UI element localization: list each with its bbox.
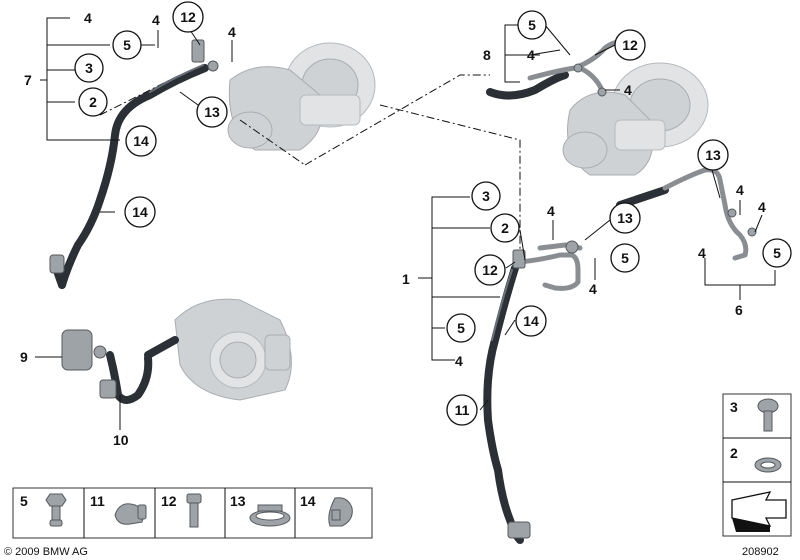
callout-12-left-top: 12	[172, 1, 204, 33]
label-4-top-right-b: 4	[624, 82, 632, 98]
svg-text:3: 3	[730, 399, 738, 415]
svg-text:12: 12	[180, 9, 196, 25]
screw-icon	[757, 398, 779, 432]
callout-13-right: 13	[697, 139, 729, 171]
label-1: 1	[402, 271, 410, 287]
legend-item-11: 11	[90, 493, 147, 525]
water-pump-ghost	[174, 298, 292, 401]
svg-text:2: 2	[730, 445, 738, 461]
hose-left-upper	[51, 64, 209, 289]
fitting-parts	[49, 39, 757, 539]
callout-5-mid: 5	[610, 243, 640, 273]
label-4-mid-c: 4	[455, 353, 463, 369]
label-4-mid: 4	[547, 203, 555, 219]
legend-item-12: 12	[161, 493, 202, 528]
legend-item-2: 2	[730, 445, 782, 473]
callout-3-mid: 3	[471, 181, 501, 211]
seal-ring-icon	[754, 457, 782, 473]
svg-text:5: 5	[528, 17, 536, 33]
svg-text:5: 5	[20, 493, 28, 509]
hose-right-long	[483, 264, 524, 544]
legend-item-14: 14	[300, 493, 353, 527]
callout-5-top-right: 5	[517, 10, 547, 40]
copyright-text: © 2009 BMW AG	[4, 546, 88, 558]
spring-clip-icon	[328, 497, 353, 527]
label-4-left-top-b: 4	[228, 24, 236, 40]
arrow-icon	[731, 491, 787, 532]
svg-text:5: 5	[773, 245, 781, 261]
banjo-bolt-icon	[45, 493, 67, 527]
turbocharger-right-ghost	[562, 62, 709, 176]
callout-5-right: 5	[762, 238, 792, 268]
hose-clamp-icon	[114, 503, 147, 525]
callout-2-left: 2	[78, 87, 108, 117]
svg-text:2: 2	[89, 94, 97, 110]
label-4-left-bracket: 4	[84, 10, 92, 26]
callout-11-mid: 11	[446, 394, 478, 426]
callout-2-mid: 2	[490, 213, 520, 243]
svg-text:13: 13	[617, 210, 633, 226]
callout-3-left: 3	[74, 53, 104, 83]
label-6: 6	[735, 302, 743, 318]
label-7: 7	[24, 72, 32, 88]
svg-text:13: 13	[705, 147, 721, 163]
label-4-right-b: 4	[758, 199, 766, 215]
label-4-right-c: 4	[698, 245, 706, 261]
svg-text:14: 14	[133, 133, 149, 149]
callout-5-mid-b: 5	[446, 313, 476, 343]
svg-text:11: 11	[90, 493, 105, 509]
label-10: 10	[113, 432, 129, 448]
callout-12-mid: 12	[474, 254, 506, 286]
svg-text:5: 5	[123, 37, 131, 53]
svg-text:13: 13	[204, 104, 220, 120]
label-4-right-a: 4	[736, 182, 744, 198]
svg-text:11: 11	[455, 402, 470, 418]
hose-left-lower	[106, 336, 179, 404]
callout-5-left: 5	[112, 30, 142, 60]
hose-right-side	[616, 186, 669, 209]
legend-side: 3 2	[722, 393, 792, 537]
label-9: 9	[20, 349, 28, 365]
turbocharger-left-ghost	[227, 42, 376, 151]
hose-right-upper	[486, 71, 569, 100]
label-8: 8	[483, 47, 491, 63]
callout-14-mid: 14	[515, 305, 547, 337]
svg-text:14: 14	[300, 493, 316, 509]
svg-text:12: 12	[622, 37, 638, 53]
label-4-left-top: 4	[152, 12, 160, 28]
legend-item-13: 13	[230, 493, 291, 527]
label-4-top-right: 4	[527, 47, 535, 63]
callout-13-left: 13	[196, 96, 228, 128]
pipe-right	[662, 167, 749, 261]
leader-lines	[35, 17, 776, 430]
callout-13-mid: 13	[609, 202, 641, 234]
diagram-number: 208902	[742, 546, 779, 558]
svg-text:12: 12	[161, 493, 177, 509]
svg-text:2: 2	[501, 220, 509, 236]
svg-text:5: 5	[457, 320, 465, 336]
svg-text:14: 14	[523, 313, 539, 329]
svg-text:13: 13	[230, 493, 246, 509]
callout-14-left-b: 14	[124, 196, 156, 228]
bolt-icon	[186, 493, 202, 528]
label-4-mid-b: 4	[589, 281, 597, 297]
callout-14-left-a: 14	[125, 125, 157, 157]
band-clamp-icon	[249, 504, 291, 527]
callout-12-top-right: 12	[614, 29, 646, 61]
svg-text:12: 12	[482, 262, 498, 278]
connection-lines	[99, 74, 521, 260]
legend-item-5: 5	[20, 493, 67, 527]
svg-text:14: 14	[132, 204, 148, 220]
legend-item-3: 3	[730, 398, 779, 432]
svg-text:3: 3	[85, 60, 93, 76]
legend-bottom: 5 11 12 13	[12, 487, 373, 539]
svg-text:5: 5	[621, 250, 629, 266]
svg-text:3: 3	[482, 188, 490, 204]
